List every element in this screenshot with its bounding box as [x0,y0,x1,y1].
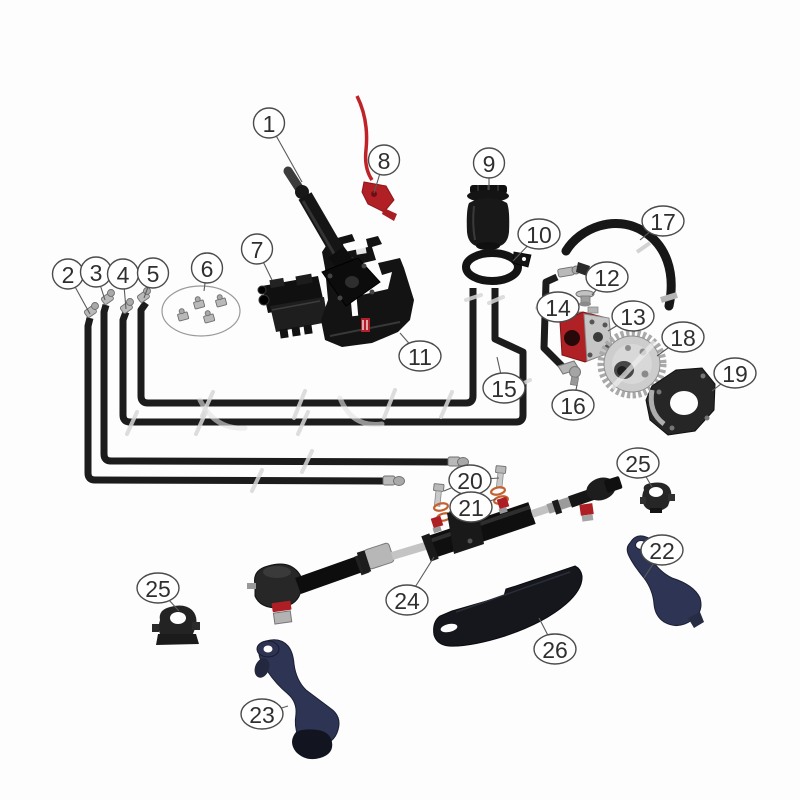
callout-18: 18 [661,321,705,353]
hose-2 [83,302,405,486]
hose-5 [136,287,477,407]
callout-10: 10 [517,218,561,250]
callout-6: 6 [190,252,224,284]
callout-8: 8 [367,144,401,176]
callout-16: 16 [551,389,595,421]
steering-knuckle-left [254,639,340,760]
callout-number: 8 [378,148,391,174]
callout-number: 10 [526,222,552,248]
callout-number: 14 [545,295,571,321]
callout-24: 24 [385,584,429,616]
callout-number: 7 [251,237,264,263]
callout-22: 22 [640,534,684,566]
callout-number: 16 [560,393,586,419]
callout-1: 1 [252,107,286,139]
callout-9: 9 [472,147,506,179]
inlet-elbow [557,360,581,387]
steering-column [283,166,381,307]
callout-2: 2 [51,258,85,290]
callout-number: 23 [249,702,275,728]
callout-14: 14 [536,291,580,323]
steering-cylinder [247,476,623,625]
callout-number: 4 [117,262,130,288]
steering-valve [257,273,328,339]
callout-number: 1 [263,111,276,137]
callout-number: 24 [394,588,420,614]
return-hose [561,218,678,311]
reservoir [466,185,510,250]
callout-number: 13 [620,304,646,330]
callout-number: 5 [147,261,160,287]
hose-4 [119,288,527,426]
callout-number: 9 [483,151,496,177]
callout-number: 12 [594,265,620,291]
callout-15: 15 [482,372,526,404]
callout-number: 21 [458,495,484,521]
hose-3 [100,289,469,467]
callout-number: 20 [457,468,483,494]
reservoir-clamp [462,249,532,285]
callout-5: 5 [136,257,170,289]
callout-11: 11 [398,340,442,372]
callout-23: 23 [240,698,284,730]
mounting-plate [645,367,716,436]
callout-number: 2 [62,262,75,288]
shift-lever [355,95,397,221]
callout-number: 22 [649,538,675,564]
pump-fitting [575,290,595,307]
callout-number: 26 [542,637,568,663]
callout-number: 19 [722,361,748,387]
guard-plate [433,565,583,647]
callout-20: 20 [448,464,492,496]
clamp-left [152,605,200,645]
clamp-right [640,482,675,513]
callout-19: 19 [713,357,757,389]
callout-7: 7 [240,233,274,265]
callout-number: 11 [408,344,432,370]
callout-26: 26 [533,633,577,665]
callout-number: 25 [145,576,171,602]
callout-13: 13 [611,300,655,332]
callout-12: 12 [585,261,629,293]
callout-4: 4 [106,258,140,290]
callout-3: 3 [79,256,113,288]
banjo-bolts [433,465,507,507]
callout-number: 6 [201,256,214,282]
callout-number: 25 [625,451,651,477]
callout-21: 21 [449,491,493,523]
callout-number: 3 [90,260,103,286]
callout-number: 17 [650,209,676,235]
callout-25a: 25 [136,572,180,604]
fitting-kit [161,285,241,337]
callout-25b: 25 [616,447,660,479]
drive-gear [597,329,667,399]
callout-17: 17 [641,205,685,237]
callout-number: 18 [670,325,696,351]
bracket-sticker [361,318,370,332]
callout-number: 15 [491,376,517,402]
